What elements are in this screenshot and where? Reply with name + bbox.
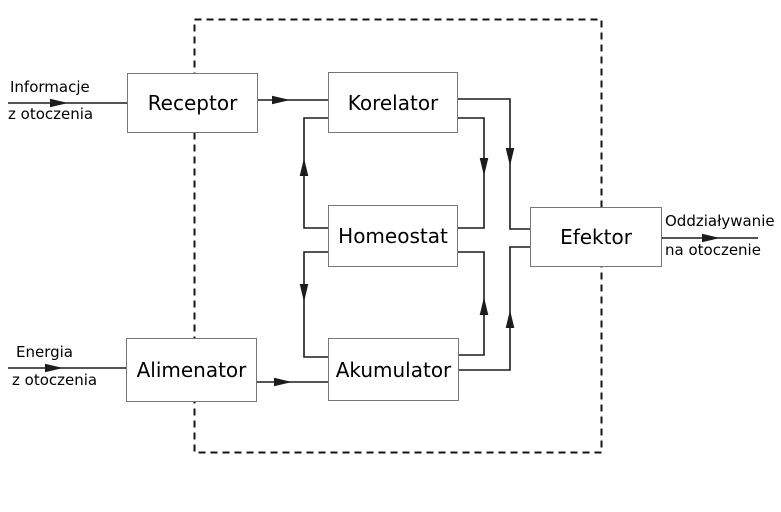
edge-korelator-homeostat [458,117,485,229]
arrowhead-homeostat-akumulator [299,284,309,302]
box-akumulator-label: Akumulator [335,357,452,382]
input-information-label-line2: z otoczenia [8,105,94,123]
output-effect-label-line1: Oddziaływanie [665,212,775,230]
arrowhead-homeostat-korelator [299,158,309,176]
box-efektor: Efektor [530,207,662,267]
box-homeostat-label: Homeostat [338,224,448,248]
arrowhead-korelator-homeostat [479,158,489,176]
input-energy-label-line2: z otoczenia [12,371,98,389]
arrowhead-akumulator-efektor [505,310,515,328]
edge-akumulator-efektor [458,246,530,371]
box-alimenator: Alimenator [126,338,257,402]
box-receptor: Receptor [127,73,258,133]
edge-akumulator-homeostat [458,251,485,356]
box-homeostat: Homeostat [328,205,458,267]
arrowhead-korelator-efektor [505,148,515,166]
box-efektor-label: Efektor [560,225,632,249]
box-korelator-label: Korelator [347,90,439,115]
input-information-label-line1: Informacje [10,78,90,96]
arrowhead-environment-receptor [50,98,68,108]
box-akumulator: Akumulator [328,338,459,401]
arrowhead-alimenator-akumulator [274,377,292,387]
edge-homeostat-korelator [303,117,328,229]
box-receptor-label: Receptor [147,91,238,115]
arrowhead-akumulator-homeostat [479,297,489,315]
box-korelator: Korelator [328,72,458,133]
arrowhead-environment-alimenator [45,363,63,373]
edge-homeostat-akumulator [303,251,328,358]
output-effect-label-line2: na otoczenie [665,241,761,259]
box-alimenator-label: Alimenator [136,358,247,382]
arrowhead-efektor-environment [702,233,720,243]
input-energy-label-line1: Energia [16,343,73,361]
arrowhead-receptor-korelator [272,95,290,105]
